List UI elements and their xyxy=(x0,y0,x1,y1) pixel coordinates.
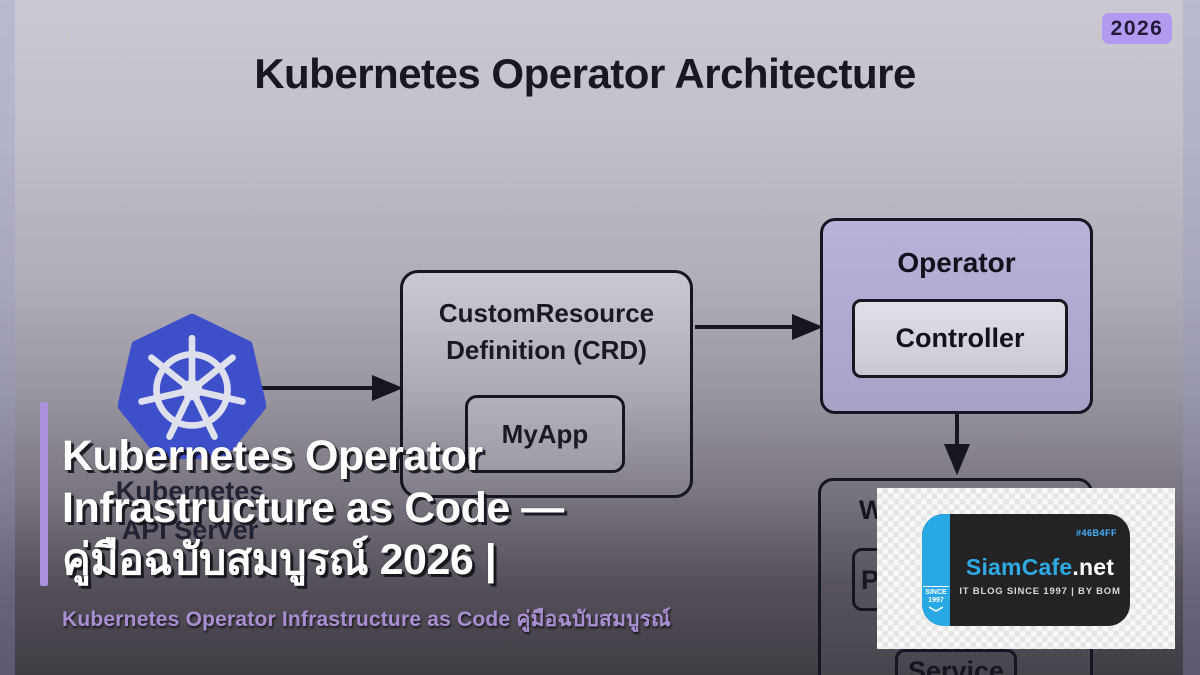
arrowhead-crd-to-operator xyxy=(792,314,824,340)
brand-name-primary: SiamCafe xyxy=(965,553,1073,580)
brand-name: SiamCafe.net xyxy=(966,554,1114,581)
service-node: Service xyxy=(895,649,1017,675)
crd-title-line2: Definition (CRD) xyxy=(446,335,647,365)
year-badge: 2026 xyxy=(1102,13,1172,44)
brand-tagline: IT BLOG SINCE 1997 | BY BOM xyxy=(959,585,1121,597)
heading-accent-bar xyxy=(40,402,48,586)
post-heading-line2: Infrastructure as Code — xyxy=(62,484,564,532)
logo-content: SiamCafe.net IT BLOG SINCE 1997 | BY BOM xyxy=(950,514,1130,626)
siamcafe-logo: SINCE 1997 #46B4FF SiamCafe.net IT BLOG … xyxy=(922,514,1130,626)
controller-node: Controller xyxy=(852,299,1068,378)
operator-node: Operator Controller xyxy=(820,218,1093,414)
crd-title: CustomResource Definition (CRD) xyxy=(403,295,690,369)
operator-title: Operator xyxy=(897,247,1016,278)
brand-name-suffix: .net xyxy=(1072,553,1115,580)
crd-title-line1: CustomResource xyxy=(438,298,655,328)
slide-title: Kubernetes Operator Architecture xyxy=(254,50,916,97)
ribbon-chevron-icon xyxy=(928,606,944,612)
logo-blue-strip: SINCE 1997 xyxy=(922,514,950,626)
post-heading: Kubernetes Operator Infrastructure as Co… xyxy=(62,430,564,586)
left-edge-band xyxy=(0,0,15,675)
kubernetes-logo-icon xyxy=(117,312,267,462)
post-subtitle: Kubernetes Operator Infrastructure as Co… xyxy=(62,608,671,631)
workloads-inner-label-fragment: P xyxy=(861,565,880,595)
api-server-label-line1: Kubernetes xyxy=(115,476,265,506)
arrowhead-controller-to-workloads xyxy=(944,444,970,476)
crd-node: CustomResource Definition (CRD) xyxy=(400,270,693,498)
right-edge-band xyxy=(1183,0,1200,675)
arrowhead-api-server-to-crd xyxy=(372,375,404,401)
api-server-label: Kubernetes API Server xyxy=(85,472,295,550)
brand-hex-label: #46B4FF xyxy=(1075,528,1117,538)
post-heading-line3: คู่มือฉบับสมบูรณ์ 2026 | xyxy=(62,536,497,584)
since-ribbon-line1: SINCE xyxy=(925,589,947,596)
api-server-label-line2: API Server xyxy=(121,515,259,545)
since-1997-ribbon: SINCE 1997 xyxy=(923,586,949,612)
siamcafe-logo-card: SINCE 1997 #46B4FF SiamCafe.net IT BLOG … xyxy=(877,488,1175,649)
since-ribbon-line2: 1997 xyxy=(928,597,944,604)
post-heading-line1: Kubernetes Operator xyxy=(62,432,483,480)
watermark-text: SiamCafe.net xyxy=(30,21,167,44)
myapp-node: MyApp xyxy=(465,395,625,473)
